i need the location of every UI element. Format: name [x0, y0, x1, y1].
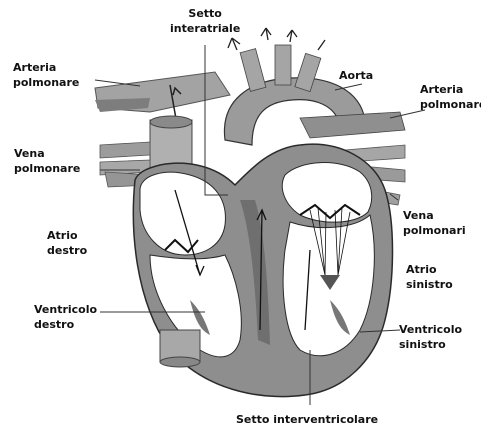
- label-ventricolo-destro: Ventricolo destro: [34, 302, 97, 332]
- label-atrio-sinistro: Atrio sinistro: [406, 262, 453, 292]
- inferior-vena-cava: [160, 330, 200, 367]
- label-vena-polmonari: Vena polmonari: [403, 208, 466, 238]
- label-arteria-polmonare-right: Arteria polmonare: [420, 82, 481, 112]
- label-atrio-destro: Atrio destro: [47, 228, 87, 258]
- label-vena-polmonare: Vena polmonare: [14, 146, 80, 176]
- label-aorta: Aorta: [339, 68, 373, 83]
- label-ventricolo-sinistro: Ventricolo sinistro: [399, 322, 462, 352]
- label-arteria-polmonare-left: Arteria polmonare: [13, 60, 79, 90]
- label-setto-interatriale: Setto interatriale: [170, 6, 240, 36]
- label-setto-interventricolare: Setto interventricolare: [236, 412, 378, 427]
